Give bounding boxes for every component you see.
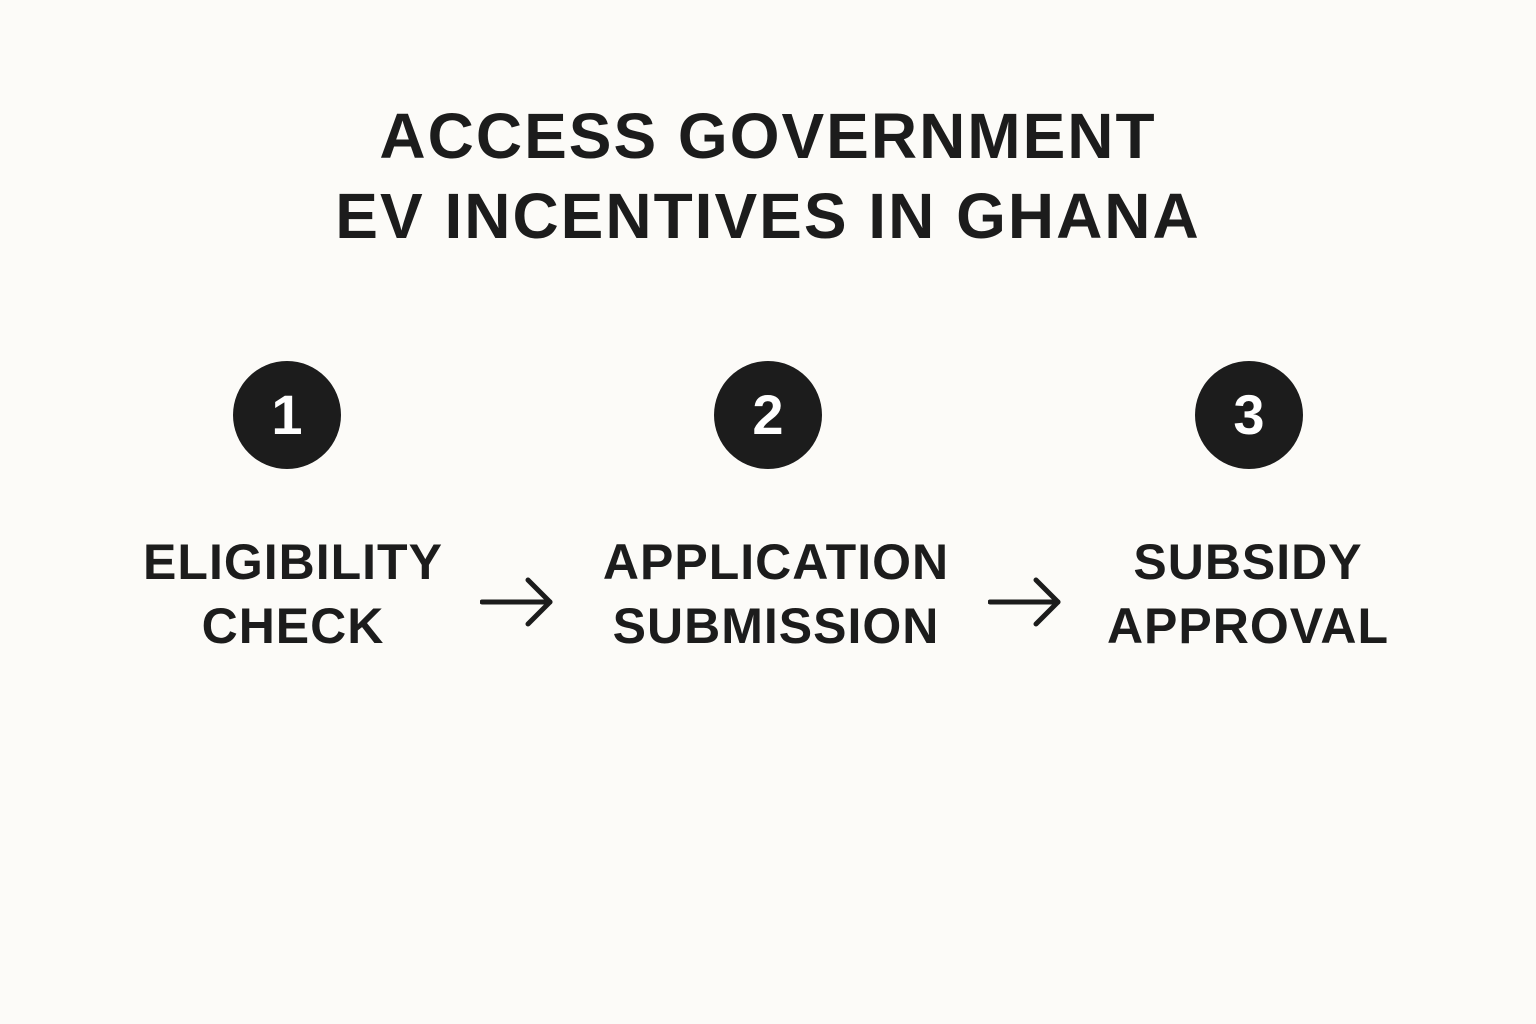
step-2-label-line-1: APPLICATION	[602, 534, 950, 590]
step-3-number-badge: 3	[1195, 361, 1303, 469]
step-2-label: APPLICATION SUBMISSION	[576, 530, 976, 658]
step-1-number-badge: 1	[233, 361, 341, 469]
title-line-1: ACCESS GOVERNMENT	[379, 100, 1157, 172]
title-line-2: EV INCENTIVES IN GHANA	[335, 180, 1201, 252]
step-1-label: ELIGIBILITY CHECK	[93, 530, 493, 658]
step-3-label: SUBSIDY APPROVAL	[1048, 530, 1448, 658]
step-3-label-line-2: APPROVAL	[1106, 598, 1390, 654]
step-1-label-line-1: ELIGIBILITY	[143, 534, 443, 590]
page-title: ACCESS GOVERNMENT EV INCENTIVES IN GHANA	[0, 96, 1536, 256]
right-arrow-icon	[480, 577, 553, 627]
step-2-number-badge: 2	[714, 361, 822, 469]
right-arrow-icon	[988, 577, 1061, 627]
step-3-label-line-1: SUBSIDY	[1133, 534, 1363, 590]
step-2-label-line-2: SUBMISSION	[612, 598, 940, 654]
step-1-label-line-2: CHECK	[201, 598, 385, 654]
